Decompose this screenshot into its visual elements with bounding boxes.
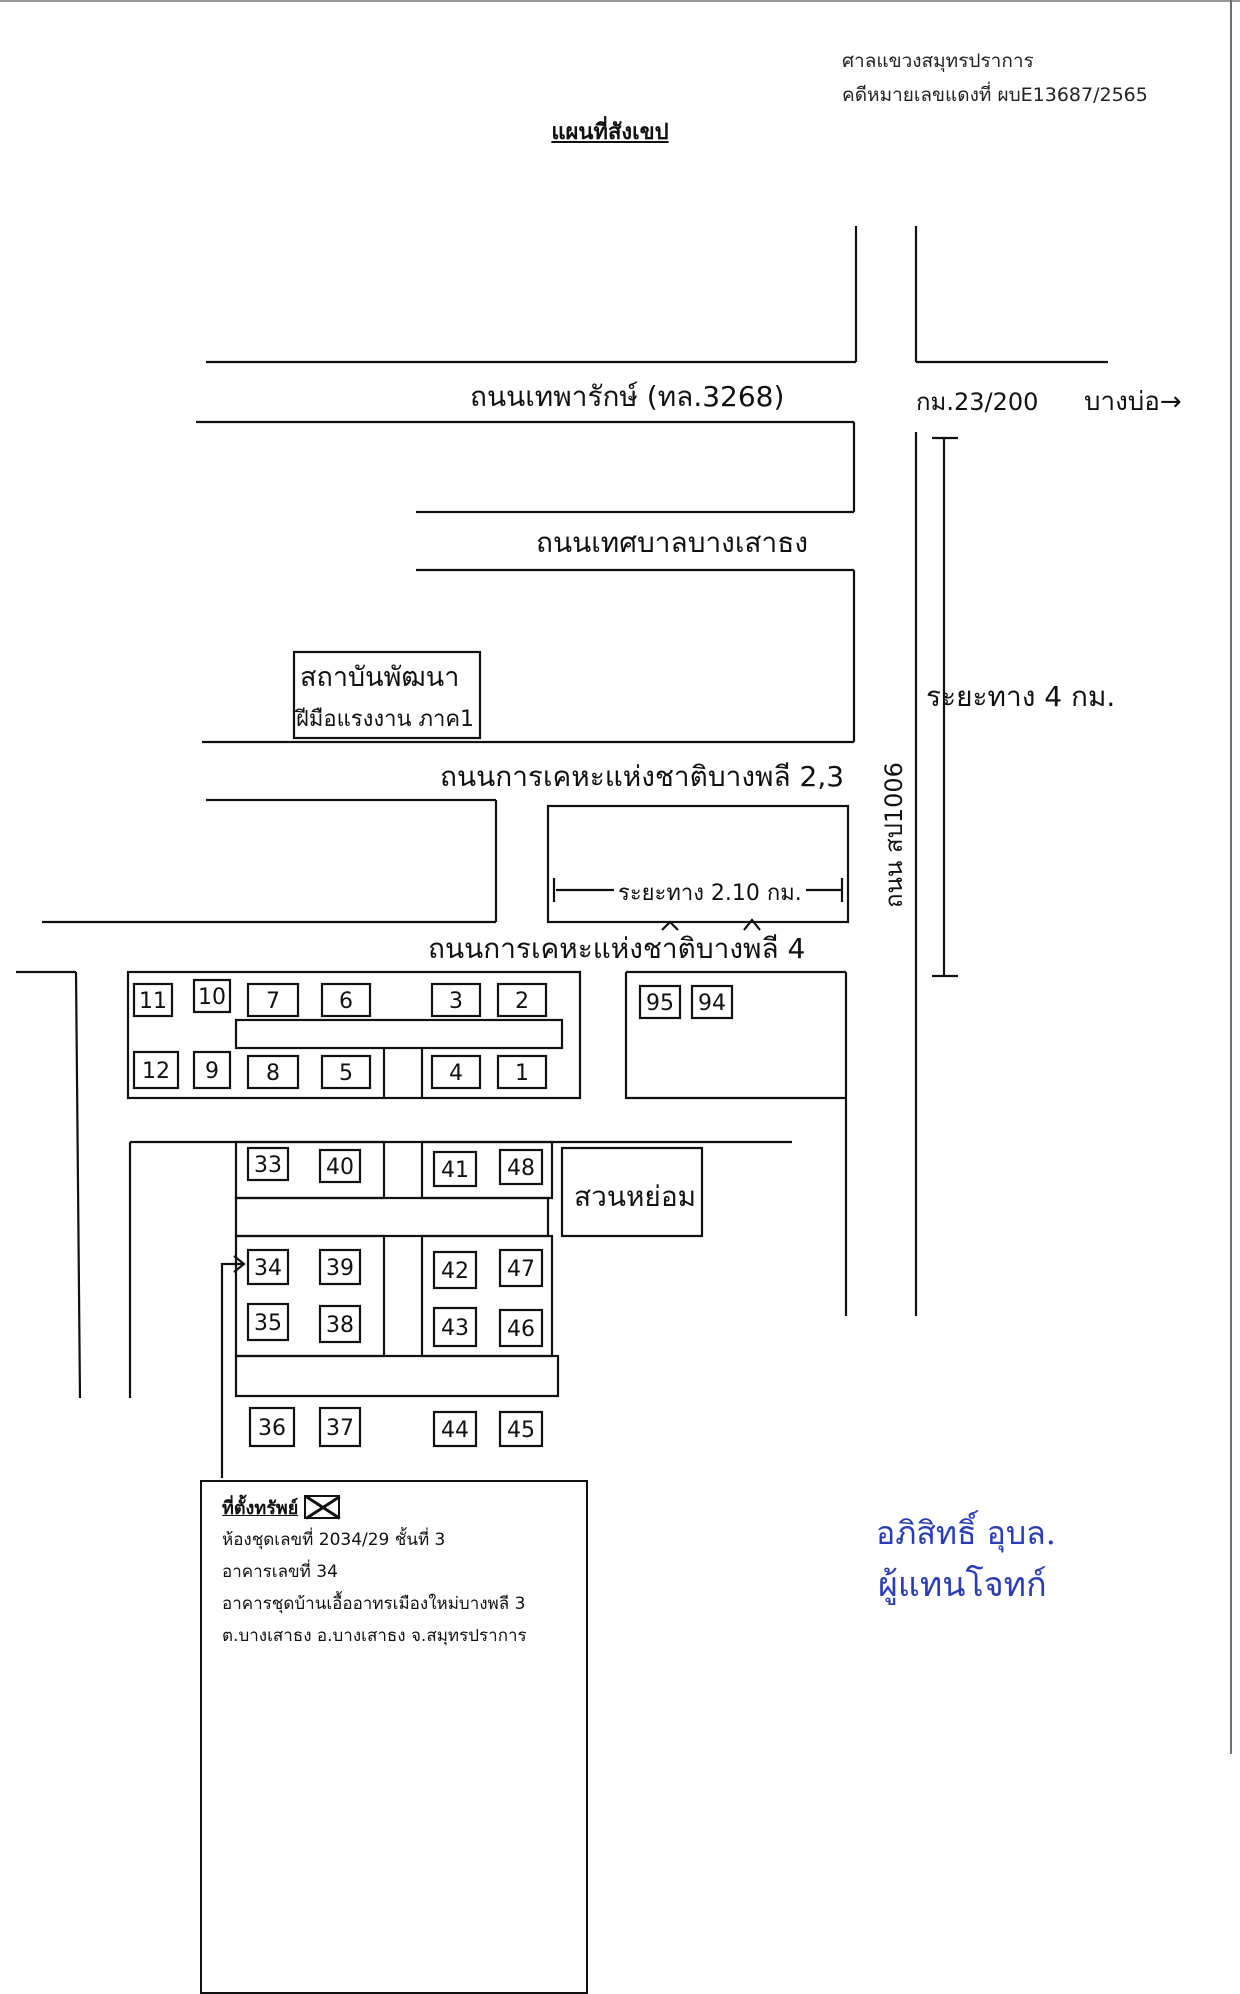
park-label: สวนหย่อม — [574, 1180, 696, 1213]
distance-2-10km: ระยะทาง 2.10 กม. — [618, 881, 802, 906]
map-page: ศาลแขวงสมุทรปราการ คดีหมายเลขแดงที่ ผบE1… — [0, 0, 1240, 1754]
road-label-housing-4: ถนนการเคหะแห่งชาติบางพลี 4 — [428, 932, 805, 965]
building-block-label: 37 — [326, 1416, 354, 1441]
road-lines — [16, 226, 1108, 1478]
legend-address: ต.บางเสาธง อ.บางเสาธง จ.สมุทรปราการ — [222, 1626, 527, 1646]
distance-4km: ระยะทาง 4 กม. — [926, 680, 1115, 713]
building-block-label: 34 — [254, 1256, 282, 1281]
building-block-outline — [498, 1148, 544, 1186]
building-block-outline — [432, 1150, 478, 1188]
km-marker: กม.23/200 — [916, 388, 1038, 416]
case-number: คดีหมายเลขแดงที่ ผบE13687/2565 — [842, 84, 1148, 106]
building-block-outline — [248, 1406, 296, 1448]
building-block-outline — [318, 1304, 362, 1344]
building-block-outline — [430, 982, 482, 1018]
building-block-label: 46 — [507, 1317, 535, 1342]
legend-building: อาคารเลขที่ 34 — [222, 1562, 338, 1582]
building-block-label: 94 — [698, 991, 726, 1016]
building-block-outline — [498, 1308, 544, 1348]
building-block-outline — [132, 982, 174, 1018]
building-block-outline — [496, 1054, 548, 1090]
court-name: ศาลแขวงสมุทรปราการ — [842, 50, 1034, 72]
building-block-label: 47 — [507, 1257, 535, 1282]
building-block-label: 44 — [441, 1418, 469, 1443]
road-label-theparak: ถนนเทพารักษ์ (ทล.3268) — [470, 380, 784, 413]
building-block-outline — [192, 1050, 232, 1090]
building-block-label: 41 — [441, 1158, 469, 1183]
institute-line2: ฝีมือแรงงาน ภาค1 — [294, 707, 475, 732]
sketch-map: ถนนเทพารักษ์ (ทล.3268) กม.23/200 บางบ่อ→… — [16, 226, 1182, 1605]
legend-title-row: ที่ตั้งทรัพย์ — [222, 1490, 592, 1524]
building-block-label: 2 — [515, 989, 529, 1014]
building-block-outline — [498, 1410, 544, 1448]
building-block-outline — [318, 1248, 362, 1286]
page-edge-right — [1230, 0, 1232, 1754]
building-block-label: 3 — [449, 989, 463, 1014]
building-block-outline — [318, 1406, 362, 1448]
building-block-outline — [320, 982, 372, 1018]
building-block-label: 1 — [515, 1061, 529, 1086]
building-block-outline — [246, 1054, 300, 1090]
building-block-label: 40 — [326, 1155, 354, 1180]
building-block-label: 36 — [258, 1416, 286, 1441]
building-block-outline — [432, 1306, 478, 1348]
direction-bang-bo: บางบ่อ→ — [1084, 387, 1182, 417]
building-block-label: 35 — [254, 1311, 282, 1336]
building-block-outline — [496, 982, 548, 1018]
signature-name: อภิสิทธิ์ อุบล. — [876, 1510, 1056, 1553]
building-block-label: 95 — [646, 991, 674, 1016]
building-block-label: 48 — [507, 1156, 535, 1181]
building-block-label: 38 — [326, 1313, 354, 1338]
building-block-outline — [246, 1146, 290, 1182]
building-block-outline — [432, 1250, 478, 1290]
building-block-label: 43 — [441, 1316, 469, 1341]
building-block-label: 7 — [266, 989, 280, 1014]
building-block-label: 42 — [441, 1259, 469, 1284]
building-block-label: 10 — [198, 985, 226, 1010]
building-block-outline — [246, 982, 300, 1018]
page-edge-top — [0, 0, 1240, 2]
crossed-box-icon — [304, 1495, 341, 1519]
building-block-label: 6 — [339, 989, 353, 1014]
building-block-label: 33 — [254, 1153, 282, 1178]
legend-unit: ห้องชุดเลขที่ 2034/29 ชั้นที่ 3 — [222, 1530, 446, 1550]
building-block-outline — [132, 1050, 180, 1090]
property-location-details: ที่ตั้งทรัพย์ ห้องชุดเลขที่ 2034/29 ชั้น… — [222, 1490, 592, 1652]
building-block-label: 39 — [326, 1256, 354, 1281]
legend-project: อาคารชุดบ้านเอื้ออาทรเมืองใหม่บางพลี 3 — [222, 1594, 526, 1614]
building-block-outline — [318, 1148, 362, 1184]
building-block-outline — [690, 984, 734, 1020]
building-block-outline — [320, 1054, 372, 1090]
building-block-label: 9 — [205, 1059, 219, 1084]
building-block-outline — [246, 1302, 290, 1342]
road-label-housing-23: ถนนการเคหะแห่งชาติบางพลี 2,3 — [440, 760, 844, 793]
building-block-label: 12 — [142, 1059, 170, 1084]
building-block-label: 45 — [507, 1418, 535, 1443]
building-block-label: 5 — [339, 1061, 353, 1086]
building-block-outline — [192, 978, 232, 1014]
legend-title: ที่ตั้งทรัพย์ — [222, 1497, 299, 1519]
building-block-label: 11 — [139, 989, 167, 1014]
institute-line1: สถาบันพัฒนา — [300, 662, 459, 693]
road-label-sp1006: ถนน สป1006 — [880, 762, 908, 908]
building-block-label: 4 — [449, 1061, 463, 1086]
building-block-label: 8 — [266, 1061, 280, 1086]
road-label-municipal: ถนนเทศบาลบางเสาธง — [536, 526, 808, 559]
map-title: แผนที่สังเขป — [551, 120, 669, 145]
signature-title: ผู้แทนโจทก์ — [878, 1565, 1047, 1605]
building-block-outline — [430, 1054, 482, 1090]
case-header: ศาลแขวงสมุทรปราการ คดีหมายเลขแดงที่ ผบE1… — [842, 44, 1202, 112]
building-block-outline — [432, 1410, 478, 1448]
building-block-outline — [638, 984, 682, 1020]
building-block-outline — [246, 1248, 290, 1286]
building-block-outline — [498, 1248, 544, 1288]
